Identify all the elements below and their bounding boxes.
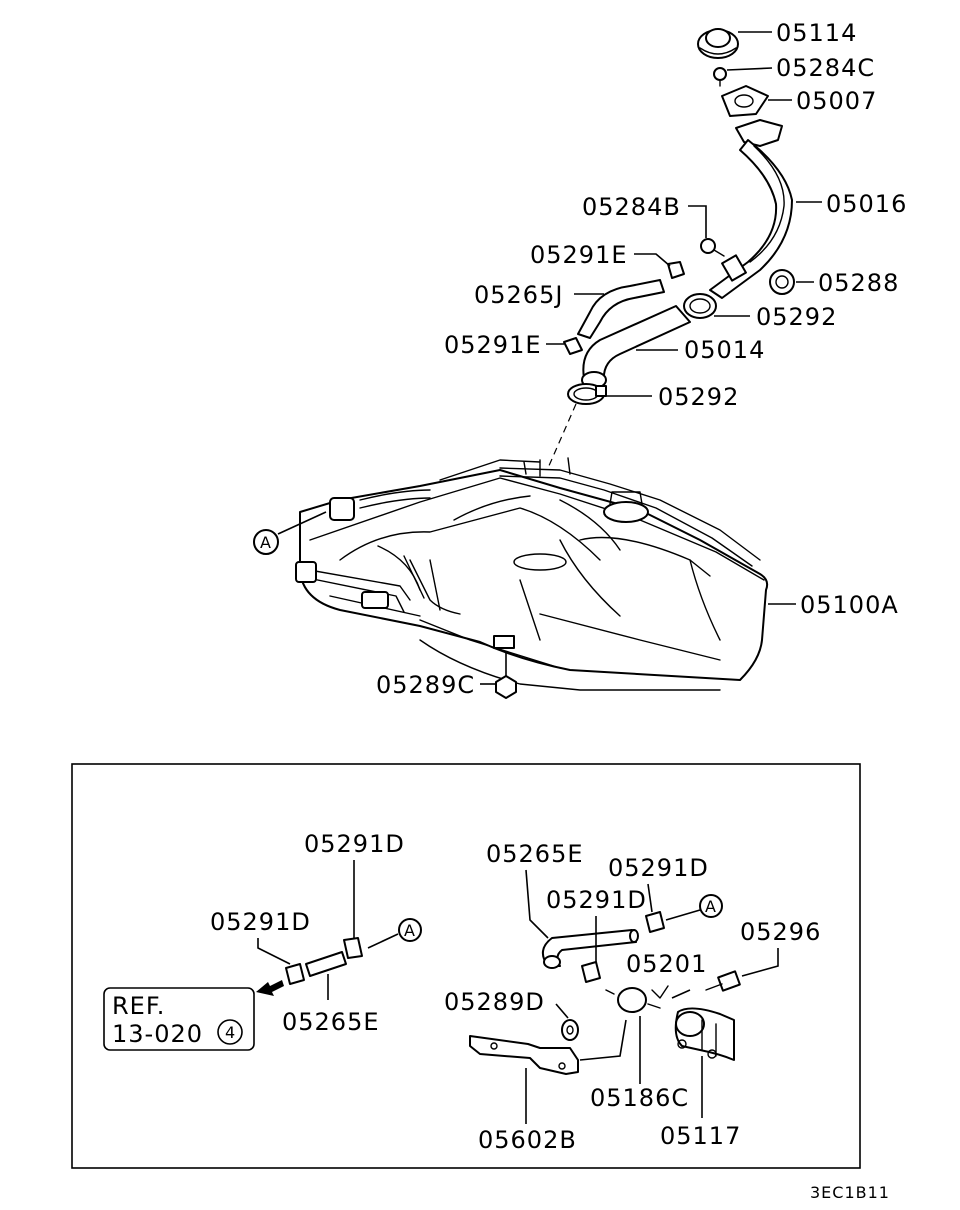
clip-upper [667, 261, 685, 279]
screw-top [713, 67, 727, 87]
breather-hose [577, 279, 665, 339]
label-two-way-valve: 05186C [590, 1084, 689, 1112]
label-grommet: 05288 [818, 269, 899, 297]
svg-text:4: 4 [225, 1023, 236, 1042]
label-clip-b: 05291D [210, 908, 311, 936]
label-clip-c: 05291D [546, 886, 647, 914]
fuel-tank [295, 457, 769, 691]
bracket [469, 1035, 579, 1075]
svg-text:A: A [404, 921, 416, 940]
clip-a [343, 937, 363, 959]
label-fitting: 05296 [740, 918, 821, 946]
label-tank: 05100A [800, 591, 899, 619]
label-clamp-upper: 05292 [756, 303, 837, 331]
clip-c [581, 961, 601, 983]
label-filler-neck: 05016 [826, 190, 907, 218]
hose-bent [541, 929, 639, 969]
label-bracket: 05602B [478, 1126, 577, 1154]
inset-panel [71, 763, 861, 1169]
svg-text:A: A [705, 897, 717, 916]
label-bolt: 05284B [582, 193, 681, 221]
label-clip-a: 05291D [304, 830, 405, 858]
gasket [721, 85, 769, 117]
fitting [705, 970, 741, 992]
hose-short [305, 951, 347, 977]
label-hose-short: 05265E [282, 1008, 380, 1036]
label-breather-hose: 05265J [474, 281, 563, 309]
label-valve: 05201 [626, 950, 707, 978]
svg-text:REF.: REF. [112, 992, 165, 1020]
svg-text:A: A [260, 533, 272, 552]
clamp-upper [683, 293, 717, 319]
label-clip-upper: 05291E [530, 241, 628, 269]
filler-hose [581, 305, 691, 389]
reference-marker-a-upper: A [253, 529, 279, 555]
label-clamp-lower: 05292 [658, 383, 739, 411]
bolt [700, 238, 725, 257]
grommet [769, 269, 795, 295]
reference-marker-a-inset-right: A [699, 894, 723, 918]
label-cap: 05114 [776, 19, 857, 47]
label-drain-nut: 05289C [376, 671, 475, 699]
ref-box: REF. 13-020 4 [103, 987, 255, 1051]
label-hose-bent: 05265E [486, 840, 584, 868]
canister [674, 1007, 735, 1061]
clip-lower [563, 337, 583, 355]
arrow-to-ref-icon [256, 980, 284, 996]
reference-marker-a-inset-left: A [398, 918, 422, 942]
label-filler-hose: 05014 [684, 336, 765, 364]
clip-b [285, 963, 305, 985]
nut [561, 1019, 579, 1041]
valve [605, 985, 669, 1013]
label-gasket: 05007 [796, 87, 877, 115]
label-nut: 05289D [444, 988, 545, 1016]
svg-text:13-020: 13-020 [112, 1020, 203, 1048]
label-screw-top: 05284C [776, 54, 875, 82]
clip-d [645, 911, 665, 933]
figure-code: 3EC1B11 [810, 1183, 890, 1202]
clamp-lower [567, 383, 607, 405]
label-clip-lower: 05291E [444, 331, 542, 359]
label-clip-d: 05291D [608, 854, 709, 882]
filler-neck [709, 119, 793, 299]
fuel-cap [697, 28, 739, 59]
drain-nut [495, 675, 517, 699]
label-canister: 05117 [660, 1122, 741, 1150]
